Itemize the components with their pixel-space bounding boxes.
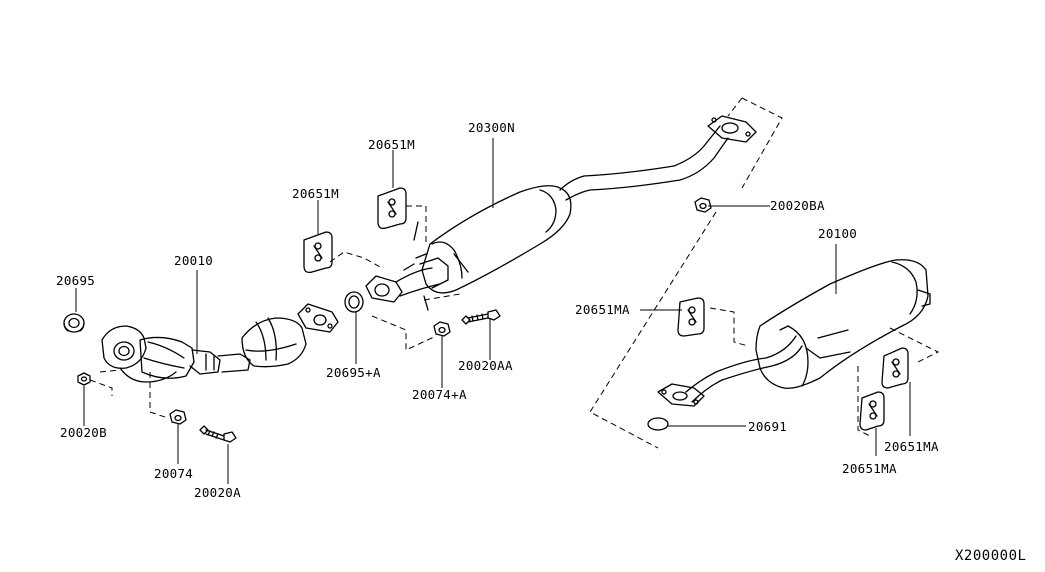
dashed-line-center-3 — [371, 315, 437, 351]
dashed-line-center-1 — [329, 251, 383, 269]
nut-20020B-drawing — [77, 372, 91, 386]
insulator-20651MA-right-drawing — [881, 347, 909, 389]
insulator-20651MA-left-drawing — [677, 297, 705, 337]
label-20010: 20010 — [174, 253, 213, 268]
label-20300N: 20300N — [468, 120, 515, 135]
dashed-line-center-6 — [727, 97, 743, 117]
dashed-line-front-1 — [89, 369, 121, 396]
gasket-20691-drawing — [647, 417, 669, 431]
label-20651MA-right: 20651MA — [884, 439, 939, 454]
dashed-line-center-5 — [741, 97, 783, 189]
gasket-20695A-drawing — [344, 291, 364, 313]
center-muffler-20300N-drawing — [365, 115, 757, 311]
dashed-line-center-4 — [423, 293, 461, 301]
insulator-20651MA-bottom-drawing — [859, 391, 885, 431]
label-20695A: 20695+A — [326, 365, 381, 380]
label-20020A: 20020A — [194, 485, 241, 500]
diagram-code: X200000L — [955, 548, 1026, 564]
dashed-line-rear-1 — [709, 307, 749, 347]
dashed-line-front-2 — [149, 372, 169, 419]
insulator-20651M-top-drawing — [377, 187, 407, 230]
label-20020BA: 20020BA — [770, 198, 825, 213]
label-20651M-top: 20651M — [368, 137, 415, 152]
insulator-20651M-left-drawing — [303, 231, 333, 274]
nut-20074A-drawing — [433, 321, 451, 337]
label-20651MA-left: 20651MA — [575, 302, 630, 317]
bolt-20020AA-drawing — [461, 309, 501, 325]
label-20020B: 20020B — [60, 425, 107, 440]
gasket-20695-drawing — [63, 313, 85, 333]
rear-muffler-20100-drawing — [657, 259, 931, 407]
nut-20074-drawing — [169, 409, 187, 425]
label-20100: 20100 — [818, 226, 857, 241]
label-20691: 20691 — [748, 419, 787, 434]
label-20651MA-bottom: 20651MA — [842, 461, 897, 476]
front-tube-catalyst-20010-drawing — [101, 303, 339, 383]
label-20074: 20074 — [154, 466, 193, 481]
dashed-line-center-2 — [406, 205, 427, 242]
dashed-line-rear-outline — [589, 211, 717, 449]
label-20020AA: 20020AA — [458, 358, 513, 373]
label-20651M-left: 20651M — [292, 186, 339, 201]
bolt-20020A-drawing — [199, 425, 237, 443]
label-20074A: 20074+A — [412, 387, 467, 402]
dashed-line-rear-3 — [857, 366, 871, 437]
label-20695: 20695 — [56, 273, 95, 288]
nut-20020BA-drawing — [694, 197, 712, 213]
dashed-line-rear-2 — [889, 327, 940, 363]
